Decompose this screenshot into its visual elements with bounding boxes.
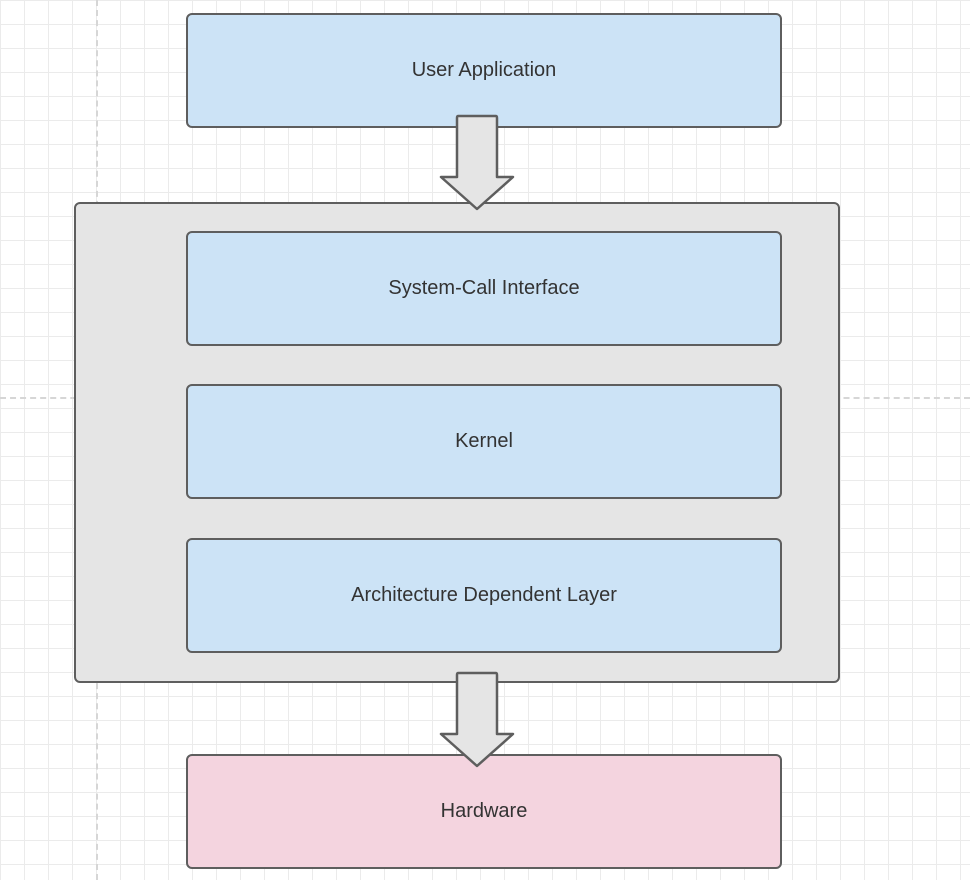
system-call-interface-label: System-Call Interface — [388, 277, 580, 299]
system-call-interface-node[interactable]: System-Call Interface — [186, 231, 782, 346]
architecture-dependent-layer-node[interactable]: Architecture Dependent Layer — [186, 538, 782, 653]
arrow-user-to-kernel-group[interactable] — [437, 113, 517, 213]
user-application-node[interactable]: User Application — [186, 13, 782, 128]
hardware-label: Hardware — [440, 800, 528, 822]
architecture-dependent-layer-label: Architecture Dependent Layer — [351, 584, 617, 606]
kernel-node[interactable]: Kernel — [186, 384, 782, 499]
hardware-node[interactable]: Hardware — [186, 754, 782, 869]
arrow-kernel-group-to-hardware[interactable] — [437, 670, 517, 770]
user-application-label: User Application — [411, 59, 557, 81]
kernel-label: Kernel — [455, 430, 513, 452]
